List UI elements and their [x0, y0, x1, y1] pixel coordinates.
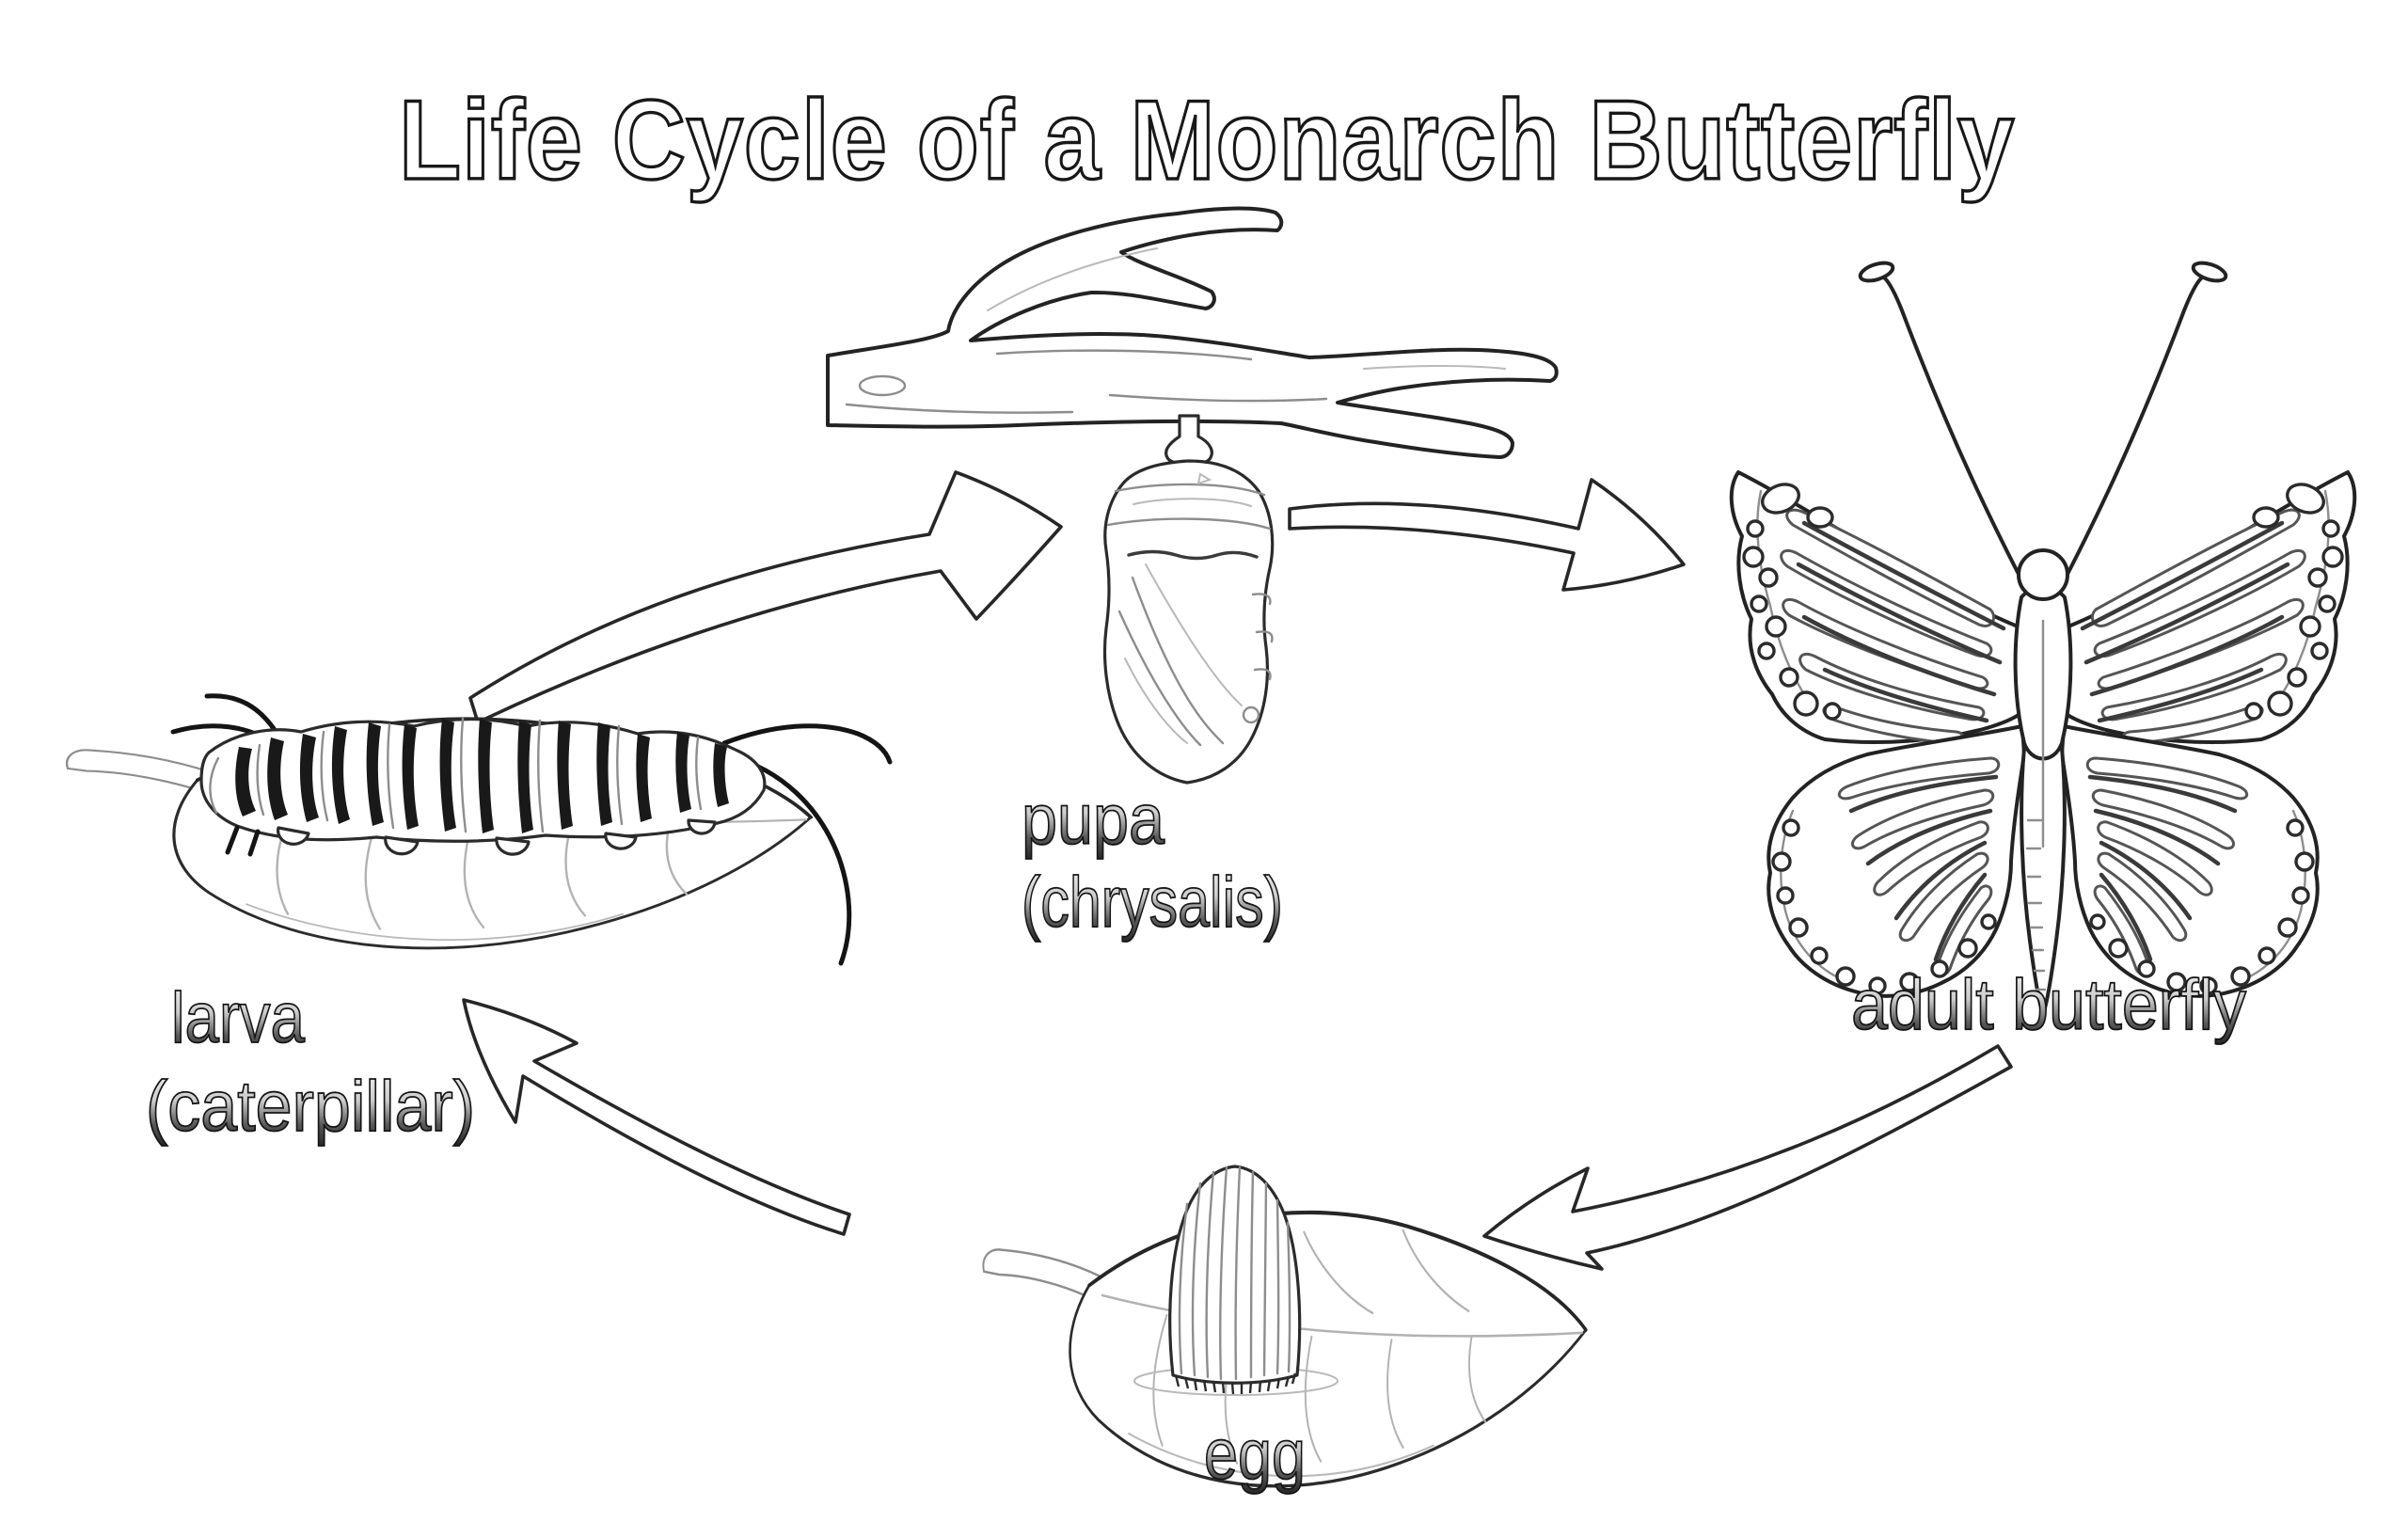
- pupa-sublabel: (chrysalis): [1022, 863, 1283, 943]
- larva-label: larva: [171, 978, 306, 1058]
- pupa-label: pupa: [1022, 780, 1165, 860]
- pupa-illustration: [826, 206, 1559, 785]
- egg-illustration: [983, 1165, 1586, 1486]
- adult-illustration: [1729, 260, 2354, 1016]
- arrow-egg-to-larva-icon: [462, 998, 851, 1236]
- arrow-larva-to-pupa-icon: [468, 470, 1063, 724]
- caterpillar-icon: [170, 693, 893, 966]
- branch-icon: [826, 206, 1559, 459]
- arrow-pupa-to-adult-icon: [1288, 478, 1686, 592]
- cycle-arrows: [462, 470, 2013, 1271]
- chrysalis-icon: [1102, 459, 1275, 785]
- larva-illustration: [65, 693, 893, 966]
- egg-icon: [1168, 1165, 1302, 1395]
- arrow-adult-to-egg-icon: [1482, 1044, 2013, 1271]
- butterfly-body-icon: [2013, 548, 2073, 1016]
- larva-sublabel: (caterpillar): [146, 1067, 475, 1147]
- egg-label: egg: [1204, 1415, 1306, 1495]
- adult-label: adult butterfly: [1851, 965, 2246, 1045]
- page-title: Life Cycle of a Monarch Butterfly: [399, 77, 2015, 203]
